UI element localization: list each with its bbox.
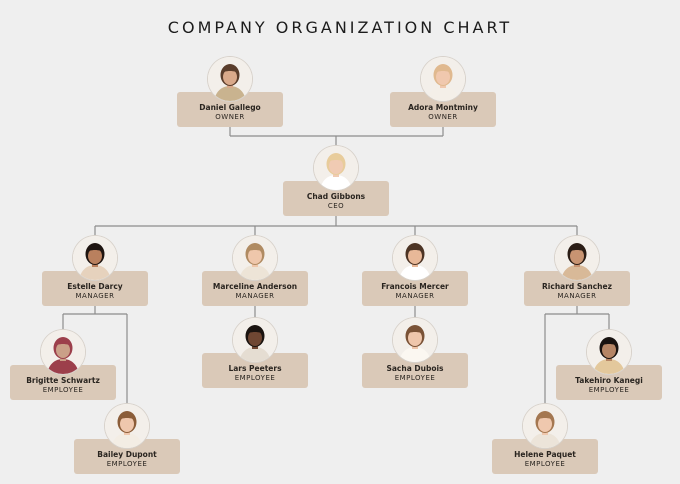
person-role: OWNER xyxy=(428,113,458,121)
person-role: EMPLOYEE xyxy=(394,374,436,382)
person-photo-icon xyxy=(233,318,277,362)
person-name: Lars Peeters xyxy=(228,364,282,373)
person-photo-icon xyxy=(555,236,599,280)
person-name: Marceline Anderson xyxy=(212,282,298,291)
person-name: Bailey Dupont xyxy=(97,450,157,459)
person-photo-icon xyxy=(105,404,149,448)
person-role: CEO xyxy=(327,202,345,210)
person-role: EMPLOYEE xyxy=(588,386,630,394)
person-name: Sacha Dubois xyxy=(386,364,444,373)
person-role: EMPLOYEE xyxy=(234,374,276,382)
person-role: OWNER xyxy=(215,113,245,121)
person-name: Richard Sanchez xyxy=(542,282,612,291)
person-name: Francois Mercer xyxy=(381,282,449,291)
person-photo-icon xyxy=(41,330,85,374)
person-photo-icon xyxy=(421,57,465,101)
chart-title: COMPANY ORGANIZATION CHART xyxy=(167,18,513,37)
person-name: Daniel Gallego xyxy=(199,103,261,112)
person-role: MANAGER xyxy=(75,292,115,300)
person-name: Helene Paquet xyxy=(514,450,576,459)
person-photo-icon xyxy=(73,236,117,280)
person-role: EMPLOYEE xyxy=(106,460,148,468)
person-role: EMPLOYEE xyxy=(42,386,84,394)
person-role: MANAGER xyxy=(395,292,435,300)
person-role: MANAGER xyxy=(557,292,597,300)
person-photo-icon xyxy=(208,57,252,101)
person-name: Estelle Darcy xyxy=(67,282,123,291)
person-photo-icon xyxy=(393,318,437,362)
person-photo-icon xyxy=(233,236,277,280)
person-name: Chad Gibbons xyxy=(306,192,366,201)
person-role: EMPLOYEE xyxy=(524,460,566,468)
person-photo-icon xyxy=(587,330,631,374)
person-role: MANAGER xyxy=(235,292,275,300)
person-photo-icon xyxy=(314,146,358,190)
person-photo-icon xyxy=(523,404,567,448)
person-photo-icon xyxy=(393,236,437,280)
person-name: Takehiro Kanegi xyxy=(575,376,643,385)
person-name: Adora Montminy xyxy=(408,103,478,112)
person-name: Brigitte Schwartz xyxy=(26,376,100,385)
